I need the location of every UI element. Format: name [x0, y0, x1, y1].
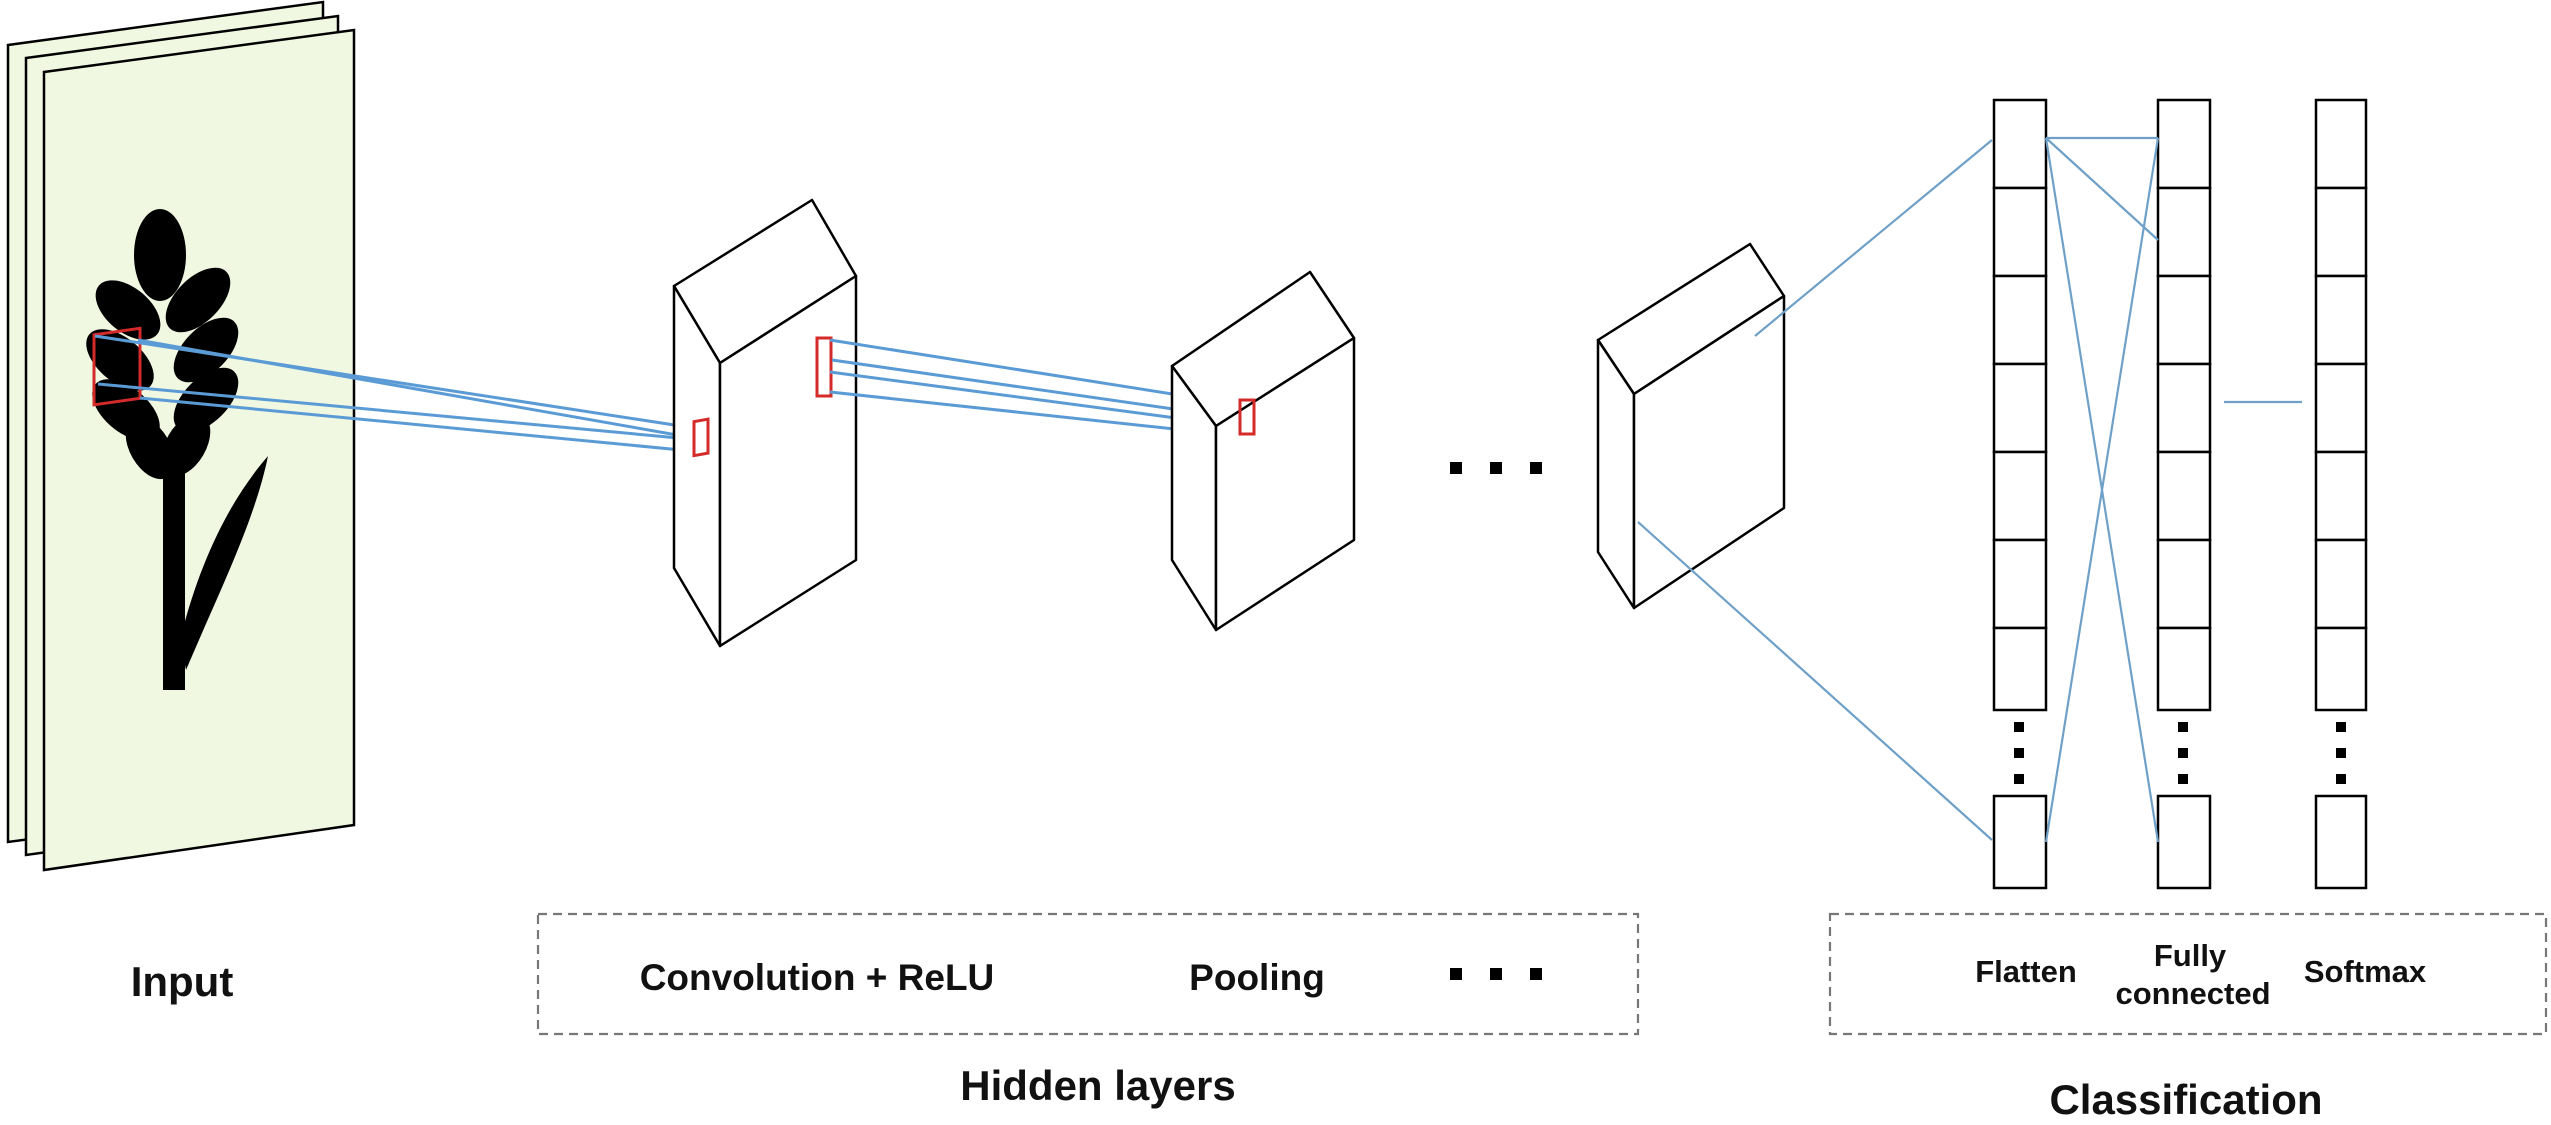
- classification-box: [1828, 912, 2548, 1036]
- arrow: [831, 358, 1238, 424]
- ellipsis-dot: [1490, 968, 1502, 980]
- fc-neuron: [2156, 98, 2212, 190]
- fully-connected-column: [2156, 98, 2212, 890]
- hidden-layers-box: [536, 912, 1640, 1036]
- ellipsis-dot: [2336, 722, 2346, 732]
- conv-to-pool-arrows: [829, 338, 1242, 443]
- fc-neuron: [2156, 538, 2212, 630]
- fc-neuron: [2156, 626, 2212, 712]
- flatten-neuron: [1992, 450, 2048, 542]
- arrow: [829, 370, 1238, 432]
- conv-front-face: [718, 274, 858, 648]
- block-to-flatten-connections: [1637, 139, 1993, 841]
- ellipsis-dot: [2336, 748, 2346, 758]
- input-image-stack: [6, 0, 356, 872]
- classification-label: Classification: [2049, 1076, 2322, 1123]
- flatten-neuron: [1992, 538, 2048, 630]
- fc-neuron: [2156, 274, 2212, 366]
- flatten-label: Flatten: [1975, 954, 2077, 989]
- arrow: [829, 338, 1238, 410]
- softmax-neuron: [2314, 626, 2368, 712]
- softmax-neuron: [2314, 186, 2368, 278]
- convolution-feature-map: [672, 198, 858, 648]
- flatten-neuron: [1992, 186, 2048, 278]
- final-front-face: [1632, 294, 1786, 610]
- connection-line: [1637, 521, 1993, 841]
- ellipsis-dot: [1450, 462, 1462, 474]
- wheat-spike-icon: [86, 209, 268, 690]
- connection-line: [1754, 139, 1993, 337]
- softmax-neuron: [2314, 362, 2368, 454]
- arrow: [139, 396, 704, 459]
- fc-neuron: [2156, 450, 2212, 542]
- fc-neuron: [2156, 362, 2212, 454]
- softmax-neuron: [2314, 450, 2368, 542]
- flatten-to-fc-connections: [2044, 136, 2160, 843]
- hidden-layers-ellipsis: [1450, 968, 1542, 980]
- connection-line: [2044, 137, 2160, 843]
- flatten-column: [1992, 98, 2048, 890]
- convolution-label: Convolution + ReLU: [640, 957, 995, 998]
- ellipsis-dot: [1490, 462, 1502, 474]
- softmax-neuron: [2314, 538, 2368, 630]
- softmax-neuron: [2314, 98, 2368, 190]
- ellipsis-dot: [2178, 722, 2188, 732]
- input-receptive-field: [92, 326, 142, 407]
- flatten-neuron: [1992, 626, 2048, 712]
- arrow: [137, 338, 696, 444]
- ellipsis-dot: [1530, 462, 1542, 474]
- ellipsis-dot: [2178, 774, 2188, 784]
- softmax-neuron: [2314, 274, 2368, 366]
- fc-neuron: [2156, 186, 2212, 278]
- ellipsis-dot: [1530, 968, 1542, 980]
- softmax-label: Softmax: [2304, 954, 2427, 989]
- ellipsis-dot: [2336, 774, 2346, 784]
- connection-line: [2045, 137, 2159, 241]
- ellipsis-dot: [2014, 774, 2024, 784]
- fully-connected-label-line1: Fully: [2154, 938, 2227, 973]
- flatten-neuron: [1992, 274, 2048, 366]
- pool-output-patch: [1238, 398, 1256, 436]
- fully-connected-label-line2: connected: [2115, 976, 2270, 1011]
- pool-front-face: [1214, 336, 1356, 632]
- flatten-neuron: [1992, 98, 2048, 190]
- arrow: [97, 382, 702, 447]
- input-to-conv-arrows: [94, 334, 704, 459]
- flatten-neuron: [1992, 362, 2048, 454]
- input-label: Input: [131, 958, 234, 1005]
- flatten-neuron: [1992, 794, 2048, 890]
- ellipsis-dot: [2178, 748, 2188, 758]
- conv-receptive-field: [815, 336, 833, 398]
- layer-ellipsis: [1450, 462, 1542, 474]
- ellipsis-dot: [1450, 968, 1462, 980]
- ellipsis-dot: [2014, 722, 2024, 732]
- hidden-layers-label: Hidden layers: [960, 1062, 1235, 1109]
- pooling-feature-map: [1170, 270, 1356, 632]
- softmax-column: [2314, 98, 2368, 890]
- conv-output-patch: [692, 417, 710, 458]
- softmax-neuron: [2314, 794, 2368, 890]
- fc-neuron: [2156, 794, 2212, 890]
- final-feature-map: [1596, 242, 1786, 610]
- ellipsis-dot: [2014, 748, 2024, 758]
- pooling-label: Pooling: [1189, 957, 1325, 998]
